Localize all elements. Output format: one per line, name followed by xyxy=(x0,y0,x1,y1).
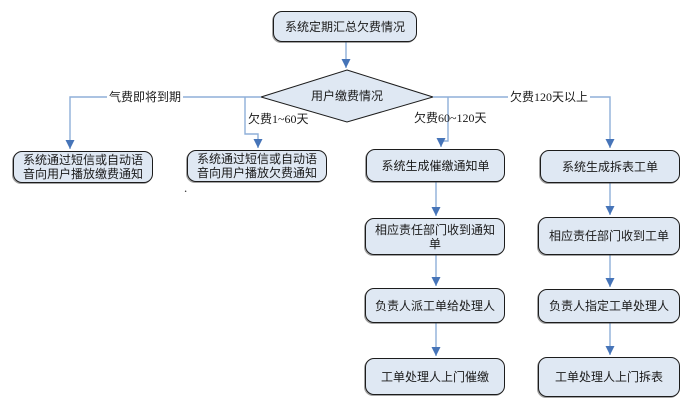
branch-condition-over-120: 欠费120天以上 xyxy=(508,90,591,104)
process-node-label: 负责人指定工单处理人 xyxy=(548,299,669,313)
connector-branch-60-120 xyxy=(436,97,449,147)
process-node-designate-handler: 负责人指定工单处理人 xyxy=(538,289,680,323)
process-node-dept-receives-notice: 相应责任部门收到通知单 xyxy=(365,218,505,255)
process-node-label: 工单处理人上门催缴 xyxy=(380,369,489,384)
start-node-label: 系统定期汇总欠费情况 xyxy=(284,19,405,34)
process-node-label: 系统通过短信或自动语音向用户播放欠费通知 xyxy=(197,152,318,180)
process-node-label: 系统生成拆表工单 xyxy=(561,159,658,174)
branch-condition-gas-due: 气费即将到期 xyxy=(107,90,184,104)
start-node: 系统定期汇总欠费情况 xyxy=(273,11,417,42)
process-node-label: 负责人派工单给处理人 xyxy=(375,298,496,313)
process-node-notify-payment: 系统通过短信或自动语音向用户播放缴费通知 xyxy=(13,151,153,183)
process-node-label: 相应责任部门收到工单 xyxy=(548,229,669,243)
stray-dot: . xyxy=(184,180,188,195)
connector-branch-1-60 xyxy=(244,97,263,148)
process-node-label: 系统生成催缴通知单 xyxy=(381,158,490,173)
branch-condition-60-120: 欠费60~120天 xyxy=(414,111,487,125)
decision-label: 用户缴费情况 xyxy=(310,89,383,103)
process-node-generate-collection-notice: 系统生成催缴通知单 xyxy=(366,149,505,182)
connector-branch-gas-due xyxy=(65,96,261,149)
branch-condition-1-60: 欠费1~60天 xyxy=(248,112,309,126)
process-node-label: 相应责任部门收到通知单 xyxy=(375,222,496,251)
decision-diamond-shape xyxy=(259,69,435,123)
process-node-dept-receives-workorder: 相应责任部门收到工单 xyxy=(538,217,680,255)
process-node-assign-workorder: 负责人派工单给处理人 xyxy=(365,288,505,323)
process-node-generate-removal-workorder: 系统生成拆表工单 xyxy=(540,150,680,183)
process-node-door-collection: 工单处理人上门催缴 xyxy=(365,358,505,395)
connector-branch-over-120 xyxy=(433,96,615,148)
process-node-notify-arrears: 系统通过短信或自动语音向用户播放欠费通知 xyxy=(187,150,327,182)
process-node-label: 系统通过短信或自动语音向用户播放缴费通知 xyxy=(23,153,144,181)
process-node-label: 工单处理人上门拆表 xyxy=(554,370,663,384)
process-node-door-meter-removal: 工单处理人上门拆表 xyxy=(538,357,680,397)
